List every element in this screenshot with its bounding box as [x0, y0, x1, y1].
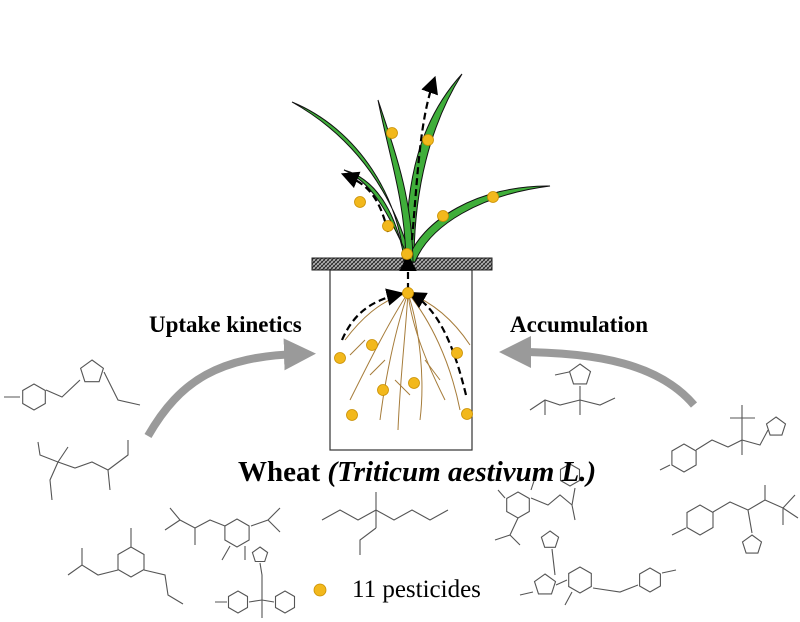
pyridine-ring — [22, 383, 46, 411]
pesticide-dot — [401, 248, 413, 260]
pesticide-dot — [437, 210, 449, 222]
pot — [329, 269, 473, 451]
legend-label: 11 pesticides — [352, 576, 481, 603]
legend-pesticide-dot — [313, 583, 327, 597]
accumulation-label: Accumulation — [510, 312, 648, 337]
bond — [494, 477, 576, 546]
bond — [529, 371, 616, 415]
bond — [67, 528, 184, 605]
pesticide-dot — [386, 127, 398, 139]
pesticide-dot — [408, 377, 420, 389]
pesticide-dot — [354, 196, 366, 208]
phenyl-ring — [227, 590, 249, 614]
bond — [659, 405, 769, 471]
pesticide-dot — [377, 384, 389, 396]
pesticide-dot — [487, 191, 499, 203]
bond — [215, 562, 275, 618]
pesticide-dot — [382, 220, 394, 232]
triazole-ring — [251, 546, 269, 563]
wheat-leaves — [291, 73, 551, 263]
triazine-ring — [117, 546, 145, 578]
pesticide-dot — [451, 347, 463, 359]
pesticide-dot — [366, 339, 378, 351]
triazole-ring — [765, 416, 787, 436]
soil-cover — [311, 257, 493, 271]
chlorophenyl-ring — [671, 443, 697, 473]
chlorophenyl-ring — [639, 567, 661, 593]
pesticide-structures — [4, 359, 799, 618]
pesticide-dot — [402, 287, 414, 299]
dioxolane-ring — [533, 573, 557, 595]
phenyl-ring — [274, 590, 296, 614]
pesticide-dot — [422, 134, 434, 146]
wheat-title: Wheat (Triticum aestivum L.) — [238, 456, 596, 489]
benzene-ring — [506, 491, 530, 519]
pyrimidine-ring — [224, 518, 250, 548]
thiazolidinone-ring — [568, 363, 592, 385]
accumulation-arrow — [499, 336, 698, 408]
uptake-arrow — [144, 338, 316, 438]
chlorophenyl-ring — [686, 504, 714, 536]
imidazolidine-ring — [79, 359, 105, 383]
phenyl-ring — [568, 566, 592, 594]
bond — [321, 492, 449, 555]
uptake-kinetics-label: Uptake kinetics — [149, 312, 302, 337]
pesticide-dot — [346, 409, 358, 421]
bond — [519, 548, 677, 606]
bond — [4, 371, 141, 406]
bond — [164, 507, 281, 561]
wheat-common-name: Wheat — [238, 456, 328, 488]
triazole-ring — [540, 530, 560, 548]
transport-arrows — [340, 75, 468, 396]
pesticide-dot — [461, 408, 473, 420]
triazole-ring — [741, 534, 763, 554]
pesticide-dot — [334, 352, 346, 364]
pyridine-ring — [559, 463, 581, 487]
bond — [671, 485, 799, 536]
wheat-latin-name: (Triticum aestivum L.) — [327, 456, 597, 488]
bond — [37, 440, 129, 501]
pesticide-dots — [334, 127, 499, 421]
